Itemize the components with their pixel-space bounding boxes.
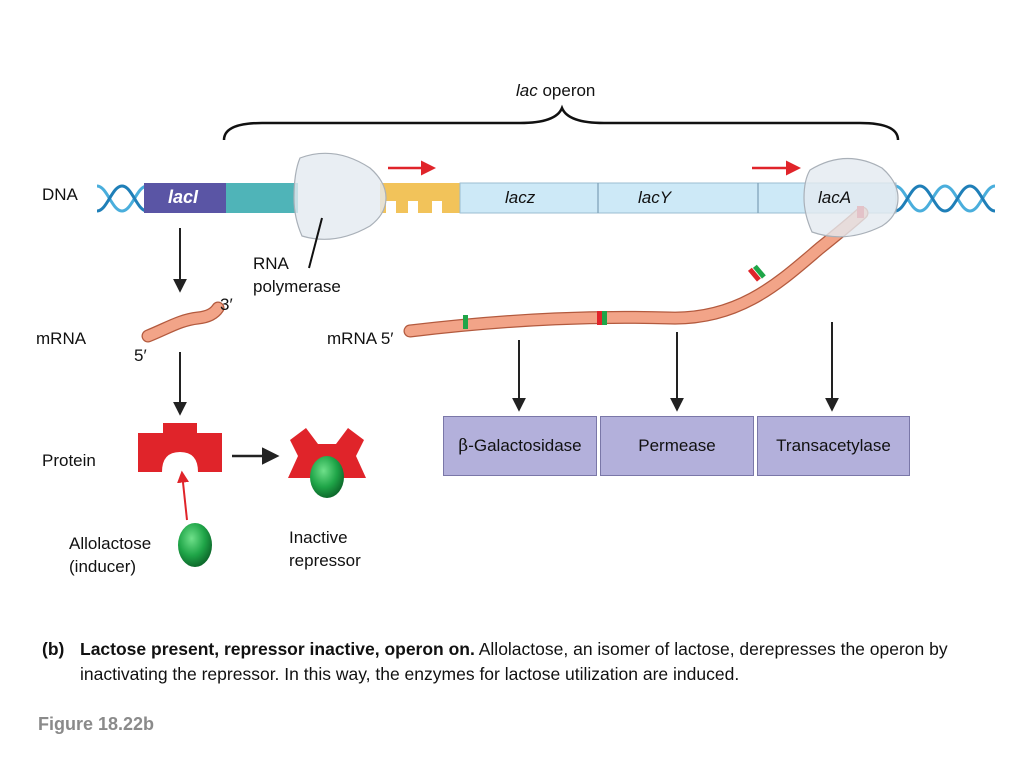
mrna-mark-green-2 <box>602 311 607 325</box>
mrna-mark-red-2 <box>747 267 761 282</box>
operon-label: lac operon <box>516 81 596 100</box>
enzyme-box-transacetylase: Transacetylase <box>757 416 910 476</box>
rna-polymerase-pointer <box>308 217 323 269</box>
dna-label: DNA <box>42 185 78 204</box>
dna-helix-left <box>96 184 148 213</box>
lacI-gene <box>144 183 226 213</box>
rna-polymerase-right <box>803 157 899 238</box>
inactive-repressor-label-1: Inactive <box>289 528 348 547</box>
lacz-label: lacz <box>505 188 536 207</box>
rna-polymerase-label-2: polymerase <box>253 277 341 296</box>
rna-polymerase-left <box>293 152 387 240</box>
enzyme-name: Permease <box>638 436 716 455</box>
dna-helix-right <box>894 184 996 213</box>
inducer-label-2: (inducer) <box>69 557 137 576</box>
caption-bold: Lactose present, repressor inactive, ope… <box>80 639 475 659</box>
caption-text: Allolactose, an isomer of lactose, derep… <box>80 639 948 684</box>
enzyme-name: -Galactosidase <box>468 436 582 455</box>
lacA-label: lacA <box>818 188 852 207</box>
promoter-region <box>226 183 298 213</box>
mrna-mark-green-1 <box>463 315 468 329</box>
inducer-label-1: Allolactose <box>69 534 152 553</box>
rna-polymerase-label-1: RNA <box>253 254 289 273</box>
arrow-inducer-to-repressor <box>177 470 189 521</box>
enzyme-name: Transacetylase <box>776 436 891 455</box>
mrna-left-five-prime: 5′ <box>134 346 147 365</box>
repressor-protein <box>138 423 222 472</box>
mrna-left-label: mRNA <box>36 329 87 348</box>
lacI-label: lacI <box>168 187 199 207</box>
mrna-mark-red-1 <box>597 311 602 325</box>
enzyme-box-galactosidase: β-Galactosidase <box>443 416 597 476</box>
enzyme-box-permease: Permease <box>600 416 754 476</box>
protein-label: Protein <box>42 451 96 470</box>
inactive-repressor-protein <box>288 428 366 478</box>
enzyme-greek-letter: β <box>458 436 469 456</box>
caption-tag: (b) <box>42 639 65 659</box>
mrna-right-label: mRNA 5′ <box>327 329 394 348</box>
caption-body: Lactose present, repressor inactive, ope… <box>80 637 980 687</box>
bound-inducer <box>310 456 344 498</box>
operon-brace <box>222 104 900 141</box>
mrna-left-three-prime: 3′ <box>220 295 233 314</box>
inactive-repressor-label-2: repressor <box>289 551 361 570</box>
mrna-mark-green-3 <box>752 264 766 279</box>
allolactose-inducer <box>178 523 212 567</box>
lacY-label: lacY <box>638 188 672 207</box>
figure-label: Figure 18.22b <box>38 714 155 734</box>
operator-region <box>380 183 460 213</box>
